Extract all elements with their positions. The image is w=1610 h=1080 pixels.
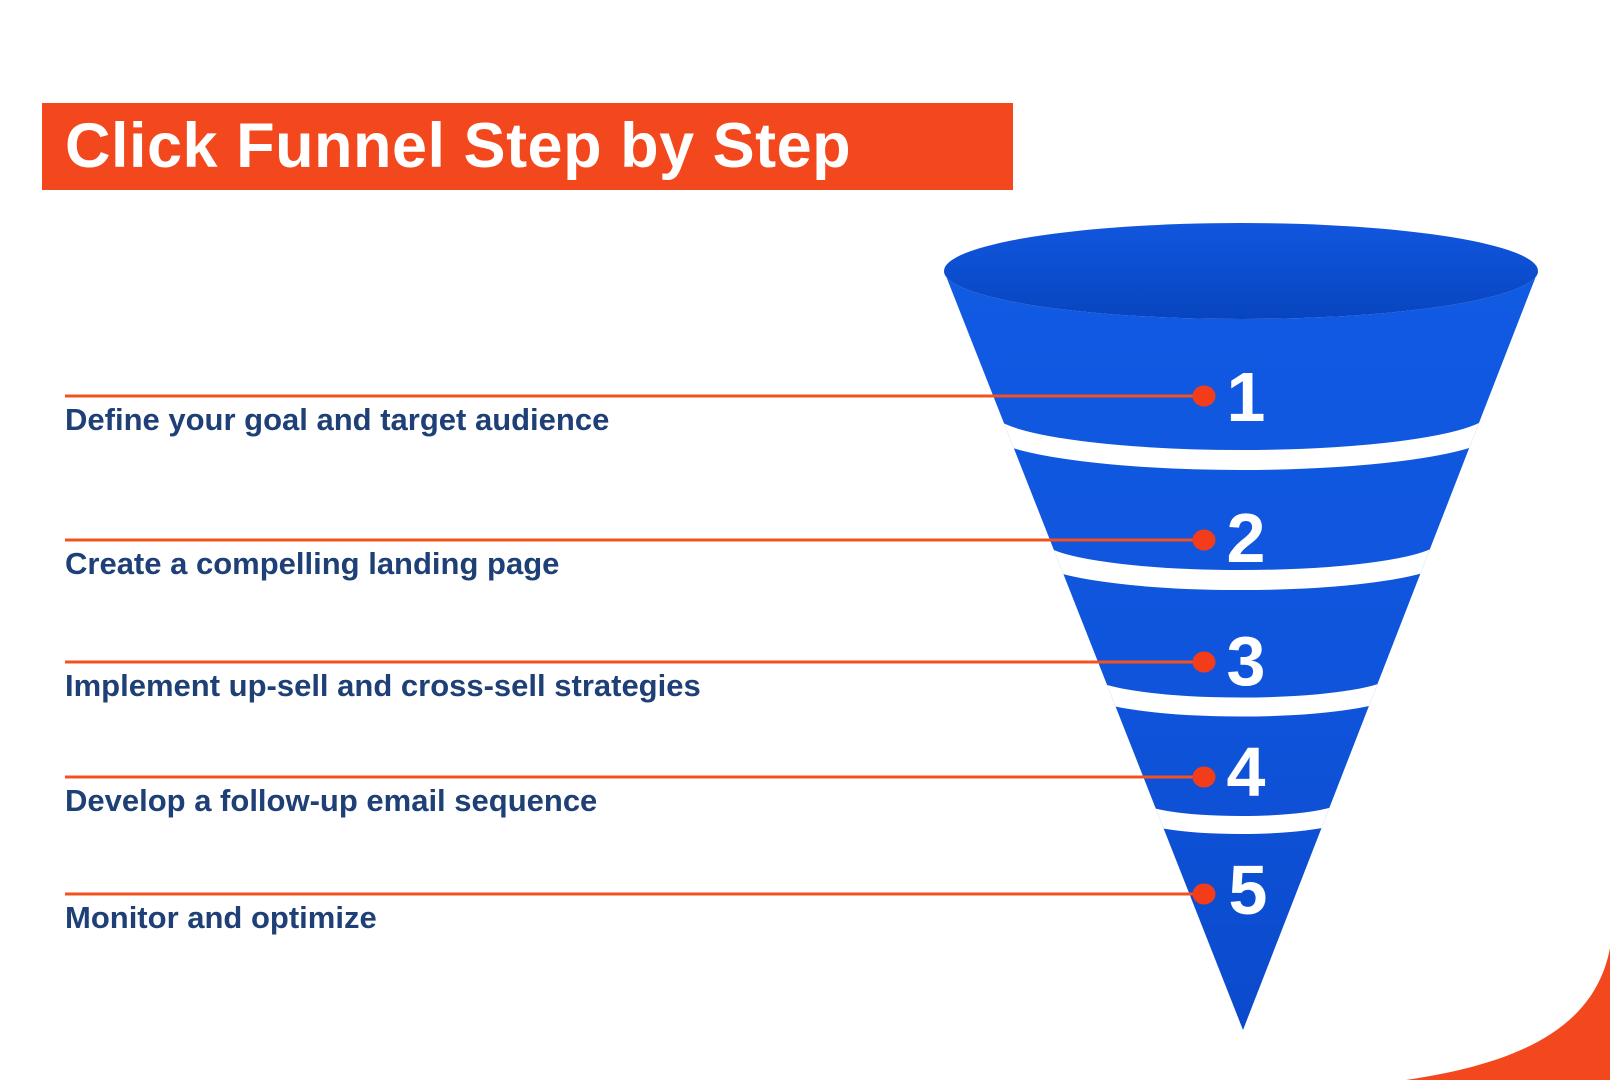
funnel-top-opening <box>944 223 1538 319</box>
connector-lines <box>65 385 1216 905</box>
connector-dot <box>1192 385 1216 407</box>
step-number: 3 <box>1227 622 1266 700</box>
step-label: Develop a follow-up email sequence <box>65 783 598 818</box>
connector-dot <box>1192 529 1216 551</box>
funnel-gap <box>977 417 1505 470</box>
step-number: 1 <box>1227 358 1266 436</box>
step-number: 2 <box>1227 499 1266 577</box>
funnel-step-numbers: 1 2 3 4 5 <box>1227 358 1268 929</box>
title-banner: Click Funnel Step by Step <box>42 103 1013 190</box>
step-label: Define your goal and target audience <box>65 402 610 437</box>
corner-swoosh-decoration <box>1406 948 1610 1080</box>
connector-dot <box>1192 651 1216 673</box>
step-number: 5 <box>1229 851 1268 929</box>
step-label: Create a compelling landing page <box>65 546 560 581</box>
step-label: Monitor and optimize <box>65 900 377 935</box>
connector-dot <box>1192 883 1216 905</box>
page-title: Click Funnel Step by Step <box>65 111 852 181</box>
funnel-gap <box>1027 544 1455 590</box>
connector-dot <box>1192 766 1216 788</box>
step-label: Implement up-sell and cross-sell strateg… <box>65 668 701 703</box>
step-number: 4 <box>1227 733 1266 811</box>
